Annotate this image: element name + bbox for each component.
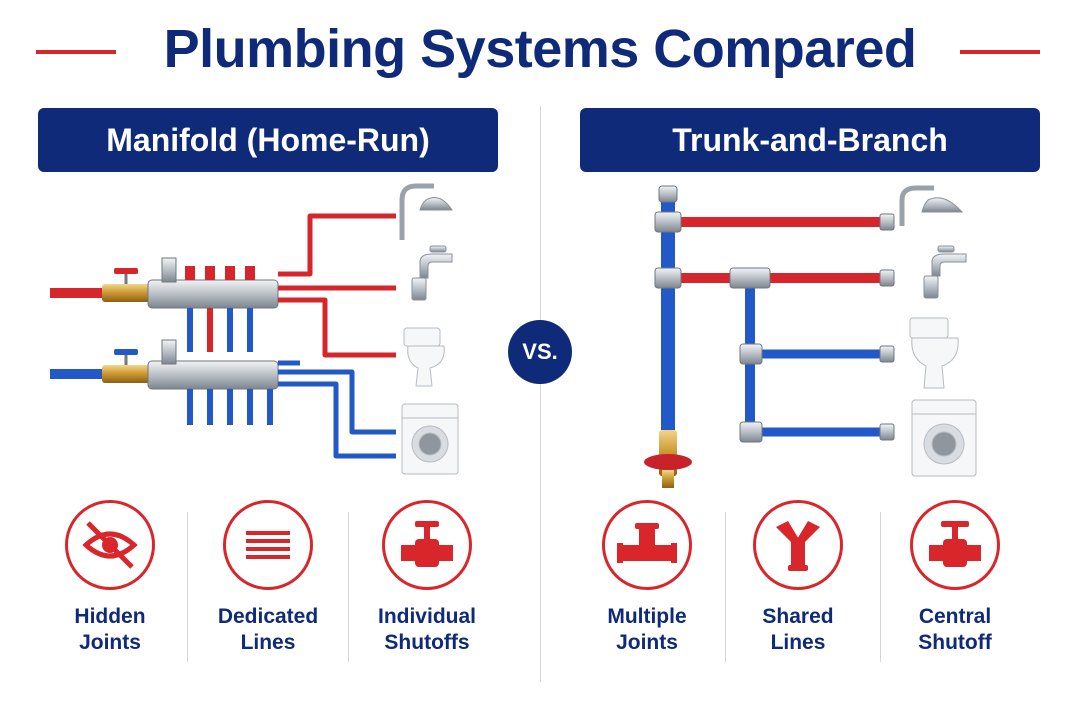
feature-divider [348,512,349,662]
vs-badge: VS. [508,320,572,384]
feature-divider [880,512,881,662]
feature-dedicated-lines: Dedicated Lines [193,500,343,656]
cold-manifold-bar [147,360,279,390]
feature-divider [725,512,726,662]
shower-icon [899,185,964,226]
hot-manifold-bar [147,279,279,309]
center-divider [540,106,541,682]
feature-label: Hidden Joints [74,605,146,654]
manifold-header: Manifold (Home-Run) [38,108,498,172]
feature-label: Dedicated Lines [217,605,319,654]
washing-machine-icon [911,399,977,477]
manifold-diagram [50,183,459,475]
feature-central-shutoff: Central Shutoff [880,500,1030,656]
central-valve-icon [910,500,1000,590]
feature-shared-lines: Shared Lines [723,500,873,656]
feature-multiple-joints: Multiple Joints [572,500,722,656]
shower-icon [399,183,453,240]
hot-main-valve-icon [102,268,150,302]
toilet-icon [403,327,445,387]
feature-divider [187,512,188,662]
feature-hidden-joints: Hidden Joints [35,500,185,656]
shared-wye-icon [753,500,843,590]
page-title: Plumbing Systems Compared [163,19,917,79]
feature-label: Central Shutoff [918,605,992,654]
cold-main-valve-icon [102,349,150,383]
title-bar: Plumbing Systems Compared [0,14,1080,84]
feature-label: Individual Shutoffs [377,605,476,654]
tee-joint-icon [602,500,692,590]
main-shutoff-valve-icon [644,430,692,488]
feature-individual-shutoffs: Individual Shutoffs [352,500,502,656]
feature-label: Shared Lines [762,605,834,654]
trunk-branch-header: Trunk-and-Branch [580,108,1040,172]
shutoff-valve-icon [382,500,472,590]
toilet-icon [909,317,959,389]
trunk-branch-diagram [644,185,977,488]
feature-label: Multiple Joints [607,605,687,654]
faucet-icon [923,245,967,299]
faucet-icon [411,245,453,301]
title-rule-right [960,50,1040,54]
dedicated-lines-icon [223,500,313,590]
hidden-eye-icon [65,500,155,590]
washing-machine-icon [401,403,459,475]
title-rule-left [36,50,116,54]
